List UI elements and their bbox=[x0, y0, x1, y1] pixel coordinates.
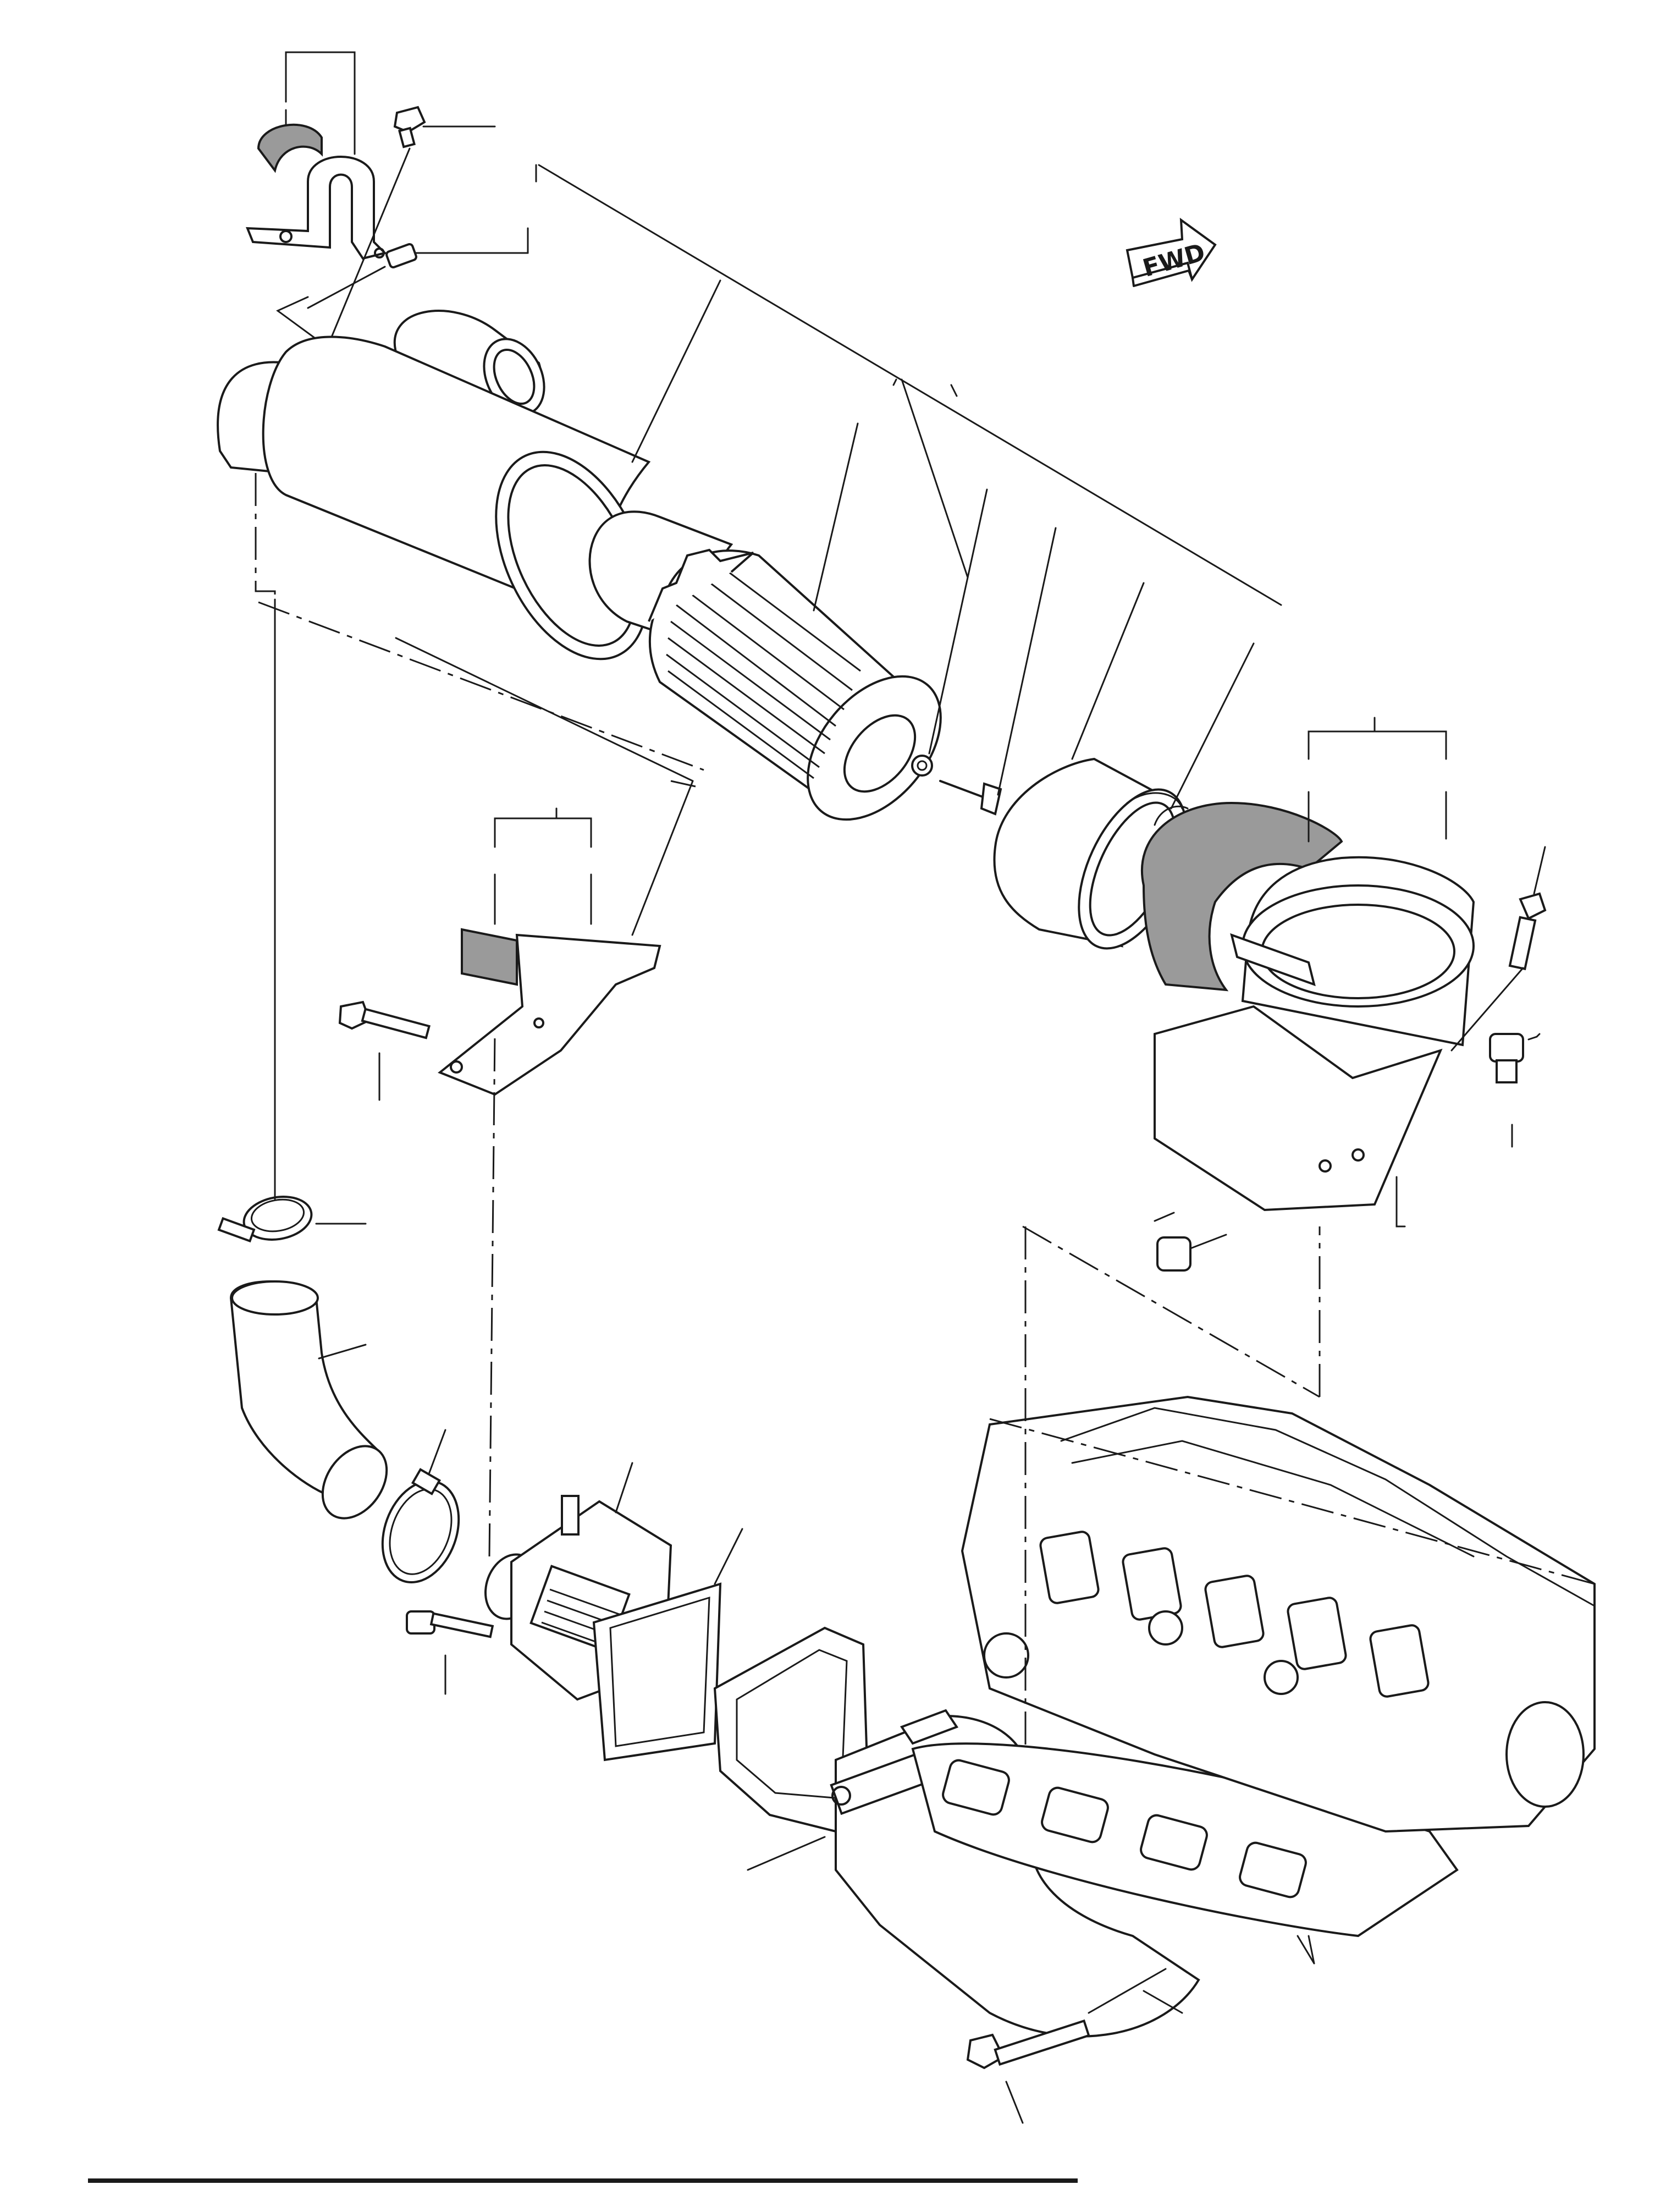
leader-lines bbox=[255, 378, 969, 1196]
rubber-pad-icon bbox=[257, 123, 323, 173]
wing-bolt-icon bbox=[939, 527, 1057, 816]
center-bracket-bracket-icon bbox=[395, 637, 694, 1096]
foam-pad-foam-icon bbox=[1140, 642, 1343, 992]
gasket-gasket-icon bbox=[592, 1528, 743, 1762]
bracket-group-bracket-icon bbox=[245, 51, 529, 342]
bracket-bolt-left-icon bbox=[338, 1000, 431, 1101]
u-bracket-icon bbox=[245, 156, 387, 260]
intake-heater-heater-icon bbox=[484, 1033, 672, 1701]
wing-nut-icon bbox=[911, 488, 988, 777]
cylinder-head-engine-block-icon bbox=[961, 1225, 1596, 1833]
bracket-bolt-top-icon bbox=[329, 106, 496, 342]
hose-clamp-upper-clamp-icon bbox=[217, 598, 367, 1243]
manifold-bolt-icon bbox=[966, 1935, 1315, 2124]
support-band-bracket-icon bbox=[1154, 717, 1475, 1228]
intake-manifold-manifold-icon bbox=[713, 1626, 1459, 2038]
elbow-hose-hose-icon bbox=[229, 1280, 388, 1520]
heater-bolt-icon bbox=[406, 1610, 494, 1695]
mounting-bolt-bottom-icon bbox=[1154, 1212, 1227, 1272]
mounting-bolt-right-lower-icon bbox=[1489, 1033, 1541, 1148]
mounting-bolt-right-upper-icon bbox=[1450, 846, 1547, 1052]
filter-element-filter-icon bbox=[648, 422, 942, 821]
fwd-arrow-icon: FWD bbox=[1126, 217, 1217, 287]
air-cleaner-body-canister-icon bbox=[217, 164, 1282, 661]
bracket-bolt-lower-icon bbox=[307, 227, 529, 309]
hose-clamp-lower-clamp-icon bbox=[381, 1429, 460, 1583]
